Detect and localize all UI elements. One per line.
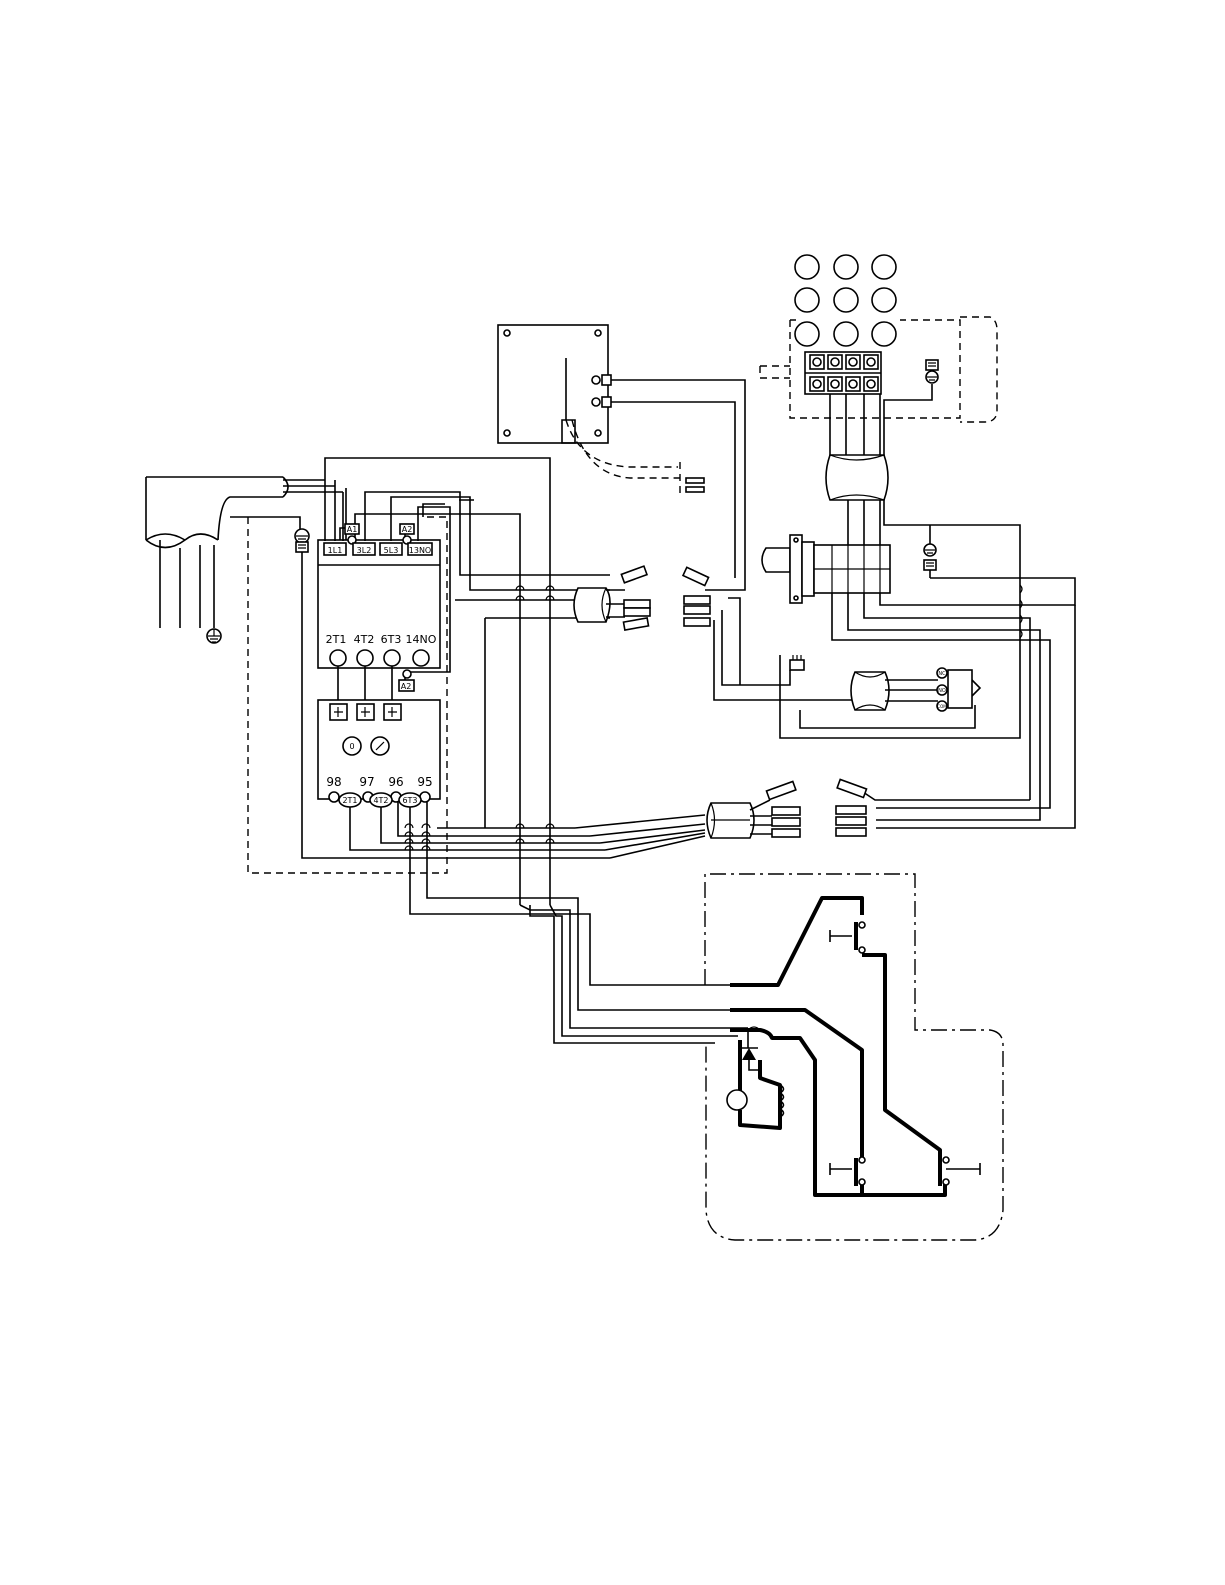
ol-load-terminal-6T3[interactable]: 6T3 bbox=[399, 793, 421, 807]
lower-socket-connectors[interactable] bbox=[836, 779, 867, 836]
coil-a2-label: A2 bbox=[402, 525, 413, 534]
load-terminal-4T2-label: 4T2 bbox=[354, 633, 375, 646]
aux-terminal-95-label: 95 bbox=[417, 775, 432, 789]
indicator-lamp-icon bbox=[727, 1090, 747, 1110]
limit-switch-no-label: NO bbox=[938, 688, 946, 694]
load-terminal-6T3[interactable] bbox=[384, 650, 400, 666]
ol-load-terminal-2T1[interactable]: 2T1 bbox=[339, 793, 361, 807]
load-terminal-2T1-label: 2T1 bbox=[326, 633, 347, 646]
motor-ground-icon bbox=[926, 360, 938, 383]
aux-terminal-98[interactable] bbox=[329, 792, 339, 802]
line-terminal-1L1[interactable]: 1L1 bbox=[324, 543, 346, 555]
motor-cable bbox=[826, 394, 888, 545]
svg-text:0: 0 bbox=[349, 742, 354, 751]
coil-a1-label: A1 bbox=[347, 525, 358, 534]
aux-terminal-98-label: 98 bbox=[326, 775, 341, 789]
disconnect-switch[interactable] bbox=[762, 535, 890, 603]
svg-text:4T2: 4T2 bbox=[373, 796, 388, 805]
lower-plug-connectors[interactable] bbox=[766, 781, 800, 837]
incoming-power-cable bbox=[146, 477, 343, 628]
upper-socket-connectors[interactable] bbox=[683, 567, 710, 626]
line-terminal-13NO[interactable]: 13NO bbox=[408, 543, 432, 555]
upper-plug-connectors[interactable] bbox=[621, 566, 650, 630]
contactor: A1 A2 1L1 3L2 5L3 13NO 2T1 4T2 6T3 14NO bbox=[318, 458, 610, 905]
upper-cable bbox=[574, 588, 625, 622]
svg-text:1L1: 1L1 bbox=[328, 546, 343, 555]
overload-relay: 0 98 97 96 95 2T1 4T2 6T3 bbox=[318, 700, 440, 807]
limit-switch[interactable]: NC NO COM bbox=[937, 668, 980, 711]
coil-a2-lower-label: A2 bbox=[401, 682, 412, 691]
svg-text:2T1: 2T1 bbox=[342, 796, 357, 805]
aux-terminal-97-label: 97 bbox=[359, 775, 374, 789]
load-terminal-6T3-label: 6T3 bbox=[381, 633, 402, 646]
limit-switch-nc-label: NC bbox=[938, 671, 946, 677]
supply-ground-icon bbox=[207, 629, 221, 643]
load-terminal-4T2[interactable] bbox=[357, 650, 373, 666]
line-terminal-3L2[interactable]: 3L2 bbox=[353, 543, 375, 555]
load-terminal-14NO[interactable] bbox=[413, 650, 429, 666]
svg-text:3L2: 3L2 bbox=[357, 546, 372, 555]
pushbutton-top-icon[interactable] bbox=[830, 922, 865, 953]
line-terminal-5L3[interactable]: 5L3 bbox=[380, 543, 402, 555]
pushbutton-middle-icon[interactable] bbox=[830, 1157, 865, 1186]
svg-text:5L3: 5L3 bbox=[384, 546, 399, 555]
aux-terminal-96-label: 96 bbox=[388, 775, 403, 789]
limit-switch-com-label: COM bbox=[937, 704, 947, 709]
pushbutton-right-icon[interactable] bbox=[940, 1157, 980, 1186]
load-terminal-14NO-label: 14NO bbox=[406, 633, 437, 646]
diode-icon bbox=[740, 1027, 760, 1070]
svg-text:6T3: 6T3 bbox=[402, 796, 417, 805]
pendant-internal-wiring bbox=[730, 898, 945, 1195]
svg-text:13NO: 13NO bbox=[409, 546, 431, 555]
disconnect-ground-icon bbox=[924, 525, 936, 578]
ol-load-terminal-4T2[interactable]: 4T2 bbox=[370, 793, 392, 807]
load-terminal-2T1[interactable] bbox=[330, 650, 346, 666]
plug-connector-icon[interactable] bbox=[790, 655, 804, 670]
